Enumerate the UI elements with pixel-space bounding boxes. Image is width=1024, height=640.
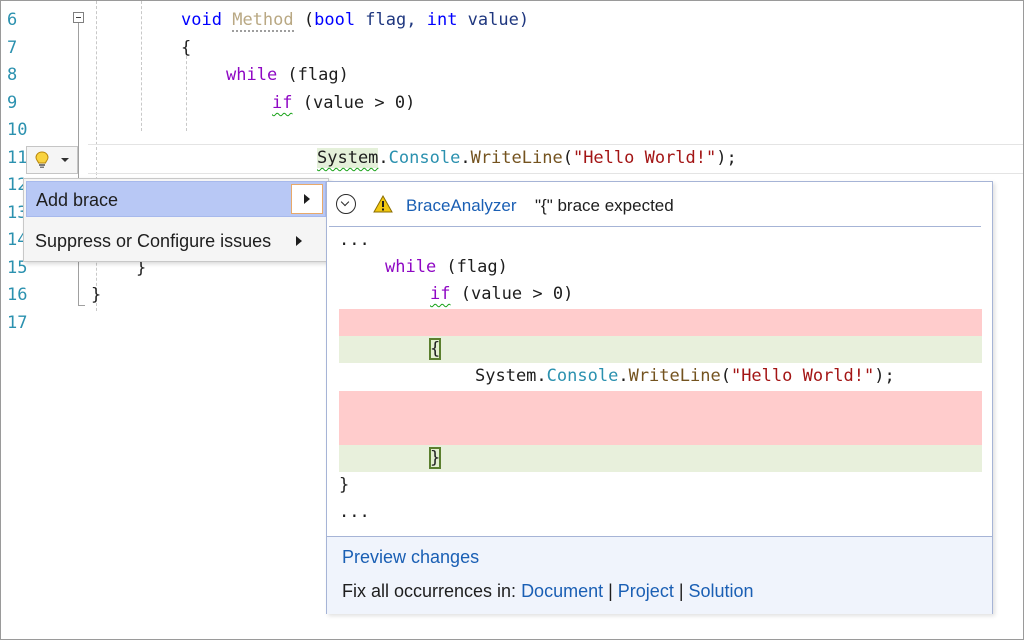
chevron-right-icon <box>296 236 302 246</box>
while-condition: (flag) <box>436 257 508 277</box>
line-number: 14 <box>7 230 28 250</box>
type-console: Console <box>388 148 461 168</box>
paren: ( <box>720 366 731 386</box>
warning-icon <box>373 195 393 213</box>
preview-close-brace-line: } <box>428 445 442 472</box>
chevron-right-icon <box>304 194 310 204</box>
while-condition: (flag) <box>277 65 349 85</box>
line-number: 6 <box>7 10 18 30</box>
preview-writeline-line: System.Console.WriteLine("Hello World!")… <box>475 363 895 390</box>
line-number: 12 <box>7 175 28 195</box>
code-line-8[interactable]: while (flag) <box>226 61 349 89</box>
type-system: System <box>317 148 379 168</box>
ellipsis-top: ... <box>339 230 370 250</box>
preview-outer-brace: } <box>339 475 350 495</box>
paren: ); <box>874 366 895 386</box>
fix-all-solution-link[interactable]: Solution <box>688 581 754 601</box>
if-condition: (value > 0) <box>450 284 574 304</box>
paren: ( <box>562 148 573 168</box>
code-line-16[interactable]: } <box>91 285 102 305</box>
quick-actions-menu: Add brace Suppress or Configure issues <box>23 178 329 262</box>
submenu-button[interactable] <box>291 184 323 214</box>
code-line-7[interactable]: { <box>181 38 192 58</box>
deleted-line <box>339 391 982 445</box>
dot: . <box>618 366 629 386</box>
line-number: 17 <box>7 313 28 333</box>
string-literal: "Hello World!" <box>572 148 717 168</box>
type-system: System <box>475 366 537 386</box>
keyword-void: void <box>181 10 222 30</box>
current-line-highlight <box>88 144 1023 174</box>
line-number: 9 <box>7 93 18 113</box>
code-line-6[interactable]: void Method (bool flag, int value) <box>181 6 529 34</box>
code-line-15[interactable]: } <box>136 258 147 278</box>
inserted-close-brace: } <box>428 447 442 469</box>
menu-item-label: Suppress or Configure issues <box>35 231 272 251</box>
method-writeline: WriteLine <box>628 366 721 386</box>
inserted-open-brace: { <box>428 338 442 360</box>
method-name: Method <box>232 10 294 32</box>
collapse-icon[interactable] <box>73 12 84 23</box>
preview-footer: Preview changes Fix all occurrences in: … <box>327 536 992 614</box>
dot: . <box>378 148 389 168</box>
chevron-down-icon <box>61 158 69 162</box>
param-flag: flag, <box>355 10 427 30</box>
fold-guide <box>78 23 79 306</box>
preview-while-line: while (flag) <box>385 254 508 281</box>
quick-actions-button[interactable] <box>26 146 78 174</box>
code-line-11[interactable]: System.Console.WriteLine("Hello World!")… <box>317 144 737 172</box>
menu-item-add-brace[interactable]: Add brace <box>26 181 326 217</box>
fix-all-document-link[interactable]: Document <box>521 581 604 601</box>
lightbulb-icon <box>35 151 49 168</box>
keyword-if: if <box>272 93 293 113</box>
indent-guide <box>96 1 97 311</box>
paren: ( <box>293 10 315 30</box>
analyzer-id-link[interactable]: BraceAnalyzer <box>406 196 517 215</box>
dot: . <box>536 366 547 386</box>
fix-all-row: Fix all occurrences in: Document | Proje… <box>342 581 754 602</box>
indent-guide <box>186 56 187 131</box>
param-value: value) <box>457 10 530 30</box>
line-number: 13 <box>7 203 28 223</box>
ellipsis-bottom: ... <box>339 502 370 522</box>
added-line <box>339 445 982 472</box>
line-number: 10 <box>7 120 28 140</box>
fold-end <box>78 305 85 306</box>
preview-header: BraceAnalyzer "{" brace expected <box>327 182 992 224</box>
if-condition: (value > 0) <box>292 93 416 113</box>
preview-open-brace-line: { <box>428 336 442 363</box>
dot: . <box>460 148 471 168</box>
fix-all-label: Fix all occurrences in: <box>342 581 522 601</box>
line-number: 15 <box>7 258 28 278</box>
fix-all-project-link[interactable]: Project <box>617 581 674 601</box>
code-line-9[interactable]: if (value > 0) <box>272 89 415 117</box>
menu-item-label: Add brace <box>36 190 119 210</box>
keyword-bool: bool <box>314 10 356 30</box>
line-number: 11 <box>7 148 28 168</box>
preview-if-line: if (value > 0) <box>430 281 573 308</box>
separator: | <box>673 581 689 601</box>
line-number: 8 <box>7 65 18 85</box>
menu-item-suppress-configure[interactable]: Suppress or Configure issues <box>26 223 326 259</box>
keyword-int: int <box>426 10 458 30</box>
line-number: 7 <box>7 38 18 58</box>
type-console: Console <box>546 366 619 386</box>
deleted-line <box>339 309 982 336</box>
keyword-while: while <box>385 257 437 277</box>
separator: | <box>603 581 618 601</box>
added-line <box>339 336 982 363</box>
expand-icon[interactable] <box>336 194 356 214</box>
preview-changes-link[interactable]: Preview changes <box>342 547 480 567</box>
line-number: 16 <box>7 285 28 305</box>
preview-code: ... while (flag) if (value > 0) { System… <box>329 226 982 538</box>
indent-guide <box>141 1 142 131</box>
keyword-while: while <box>226 65 278 85</box>
diagnostic-message: "{" brace expected <box>535 196 674 215</box>
paren: ); <box>716 148 737 168</box>
keyword-if: if <box>430 284 451 304</box>
method-writeline: WriteLine <box>470 148 563 168</box>
string-literal: "Hello World!" <box>730 366 875 386</box>
fix-preview-panel: BraceAnalyzer "{" brace expected ... whi… <box>326 181 993 614</box>
